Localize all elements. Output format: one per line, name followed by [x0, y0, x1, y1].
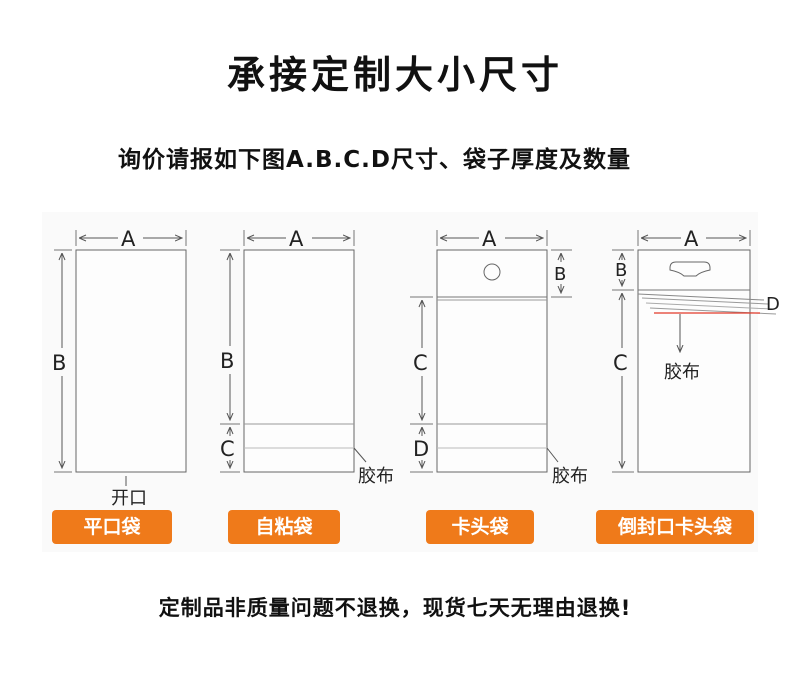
- flat-a-label: A: [121, 227, 136, 251]
- header-card-d-label: D: [413, 437, 429, 461]
- instructions: 询价请报如下图A.B.C.D尺寸、袋子厚度及数量: [118, 147, 631, 173]
- badge-flat-bag: 平口袋: [52, 510, 172, 544]
- reverse-seal-a-label: A: [684, 227, 699, 251]
- badge-header-card-bag: 卡头袋: [426, 510, 534, 544]
- return-policy-note: 定制品非质量问题不退换，现货七天无理由退换!: [158, 596, 632, 620]
- reverse-seal-c-label: C: [613, 351, 628, 375]
- header-card-b-label: B: [554, 264, 566, 285]
- badge-reverse-seal-header-bag: 倒封口卡头袋: [596, 510, 754, 544]
- badge-self-adhesive-bag: 自粘袋: [228, 510, 340, 544]
- self-adhesive-bag-diagram: A B C 胶布: [220, 227, 394, 487]
- self-adhesive-tape-label: 胶布: [358, 466, 394, 487]
- hang-hole-icon: [483, 263, 501, 281]
- self-adhesive-c-label: C: [220, 437, 235, 461]
- reverse-seal-bag-outline: [637, 249, 751, 473]
- self-adhesive-a-label: A: [289, 227, 304, 251]
- reverse-seal-b-label: B: [615, 260, 627, 281]
- header-card-a-label: A: [482, 227, 497, 251]
- self-adhesive-bag-outline: [243, 249, 355, 473]
- reverse-seal-d-label: D: [766, 294, 780, 315]
- reverse-seal-tape-label: 胶布: [664, 362, 700, 383]
- header-card-tape-label: 胶布: [552, 466, 588, 487]
- page-title: 承接定制大小尺寸: [226, 53, 563, 97]
- hang-slot-icon: [669, 261, 711, 277]
- header-card-bag-diagram: A B C D 胶布: [410, 227, 588, 487]
- header-card-c-label: C: [413, 351, 428, 375]
- reverse-seal-header-bag-diagram: A B C D 胶布: [612, 227, 780, 473]
- flat-opening-label: 开口: [111, 488, 147, 509]
- flat-b-label: B: [52, 351, 66, 375]
- flat-bag-outline: [75, 249, 187, 473]
- flat-bag-diagram: A B 开口: [52, 227, 187, 509]
- self-adhesive-b-label: B: [220, 349, 234, 373]
- header-card-bag-outline: [436, 249, 548, 473]
